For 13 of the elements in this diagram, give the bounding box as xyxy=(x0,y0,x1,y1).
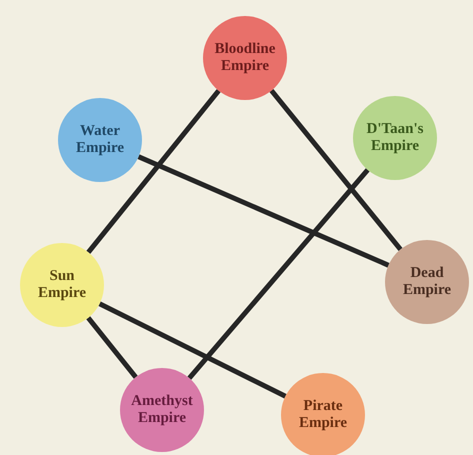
connector-line xyxy=(138,154,390,268)
empire-label: Water Empire xyxy=(74,123,126,157)
connector-line xyxy=(270,89,402,251)
empire-label: D'Taan's Empire xyxy=(366,121,424,155)
connector-line xyxy=(86,316,138,379)
empire-label: Pirate Empire xyxy=(298,398,348,432)
connector-line xyxy=(86,89,221,254)
empire-label: Amethyst Empire xyxy=(130,393,194,427)
empire-label: Dead Empire xyxy=(402,265,452,299)
empire-label: Bloodline Empire xyxy=(214,41,276,75)
connector-line xyxy=(187,168,370,380)
connector-line xyxy=(98,301,287,399)
empire-label: Sun Empire xyxy=(36,268,88,302)
